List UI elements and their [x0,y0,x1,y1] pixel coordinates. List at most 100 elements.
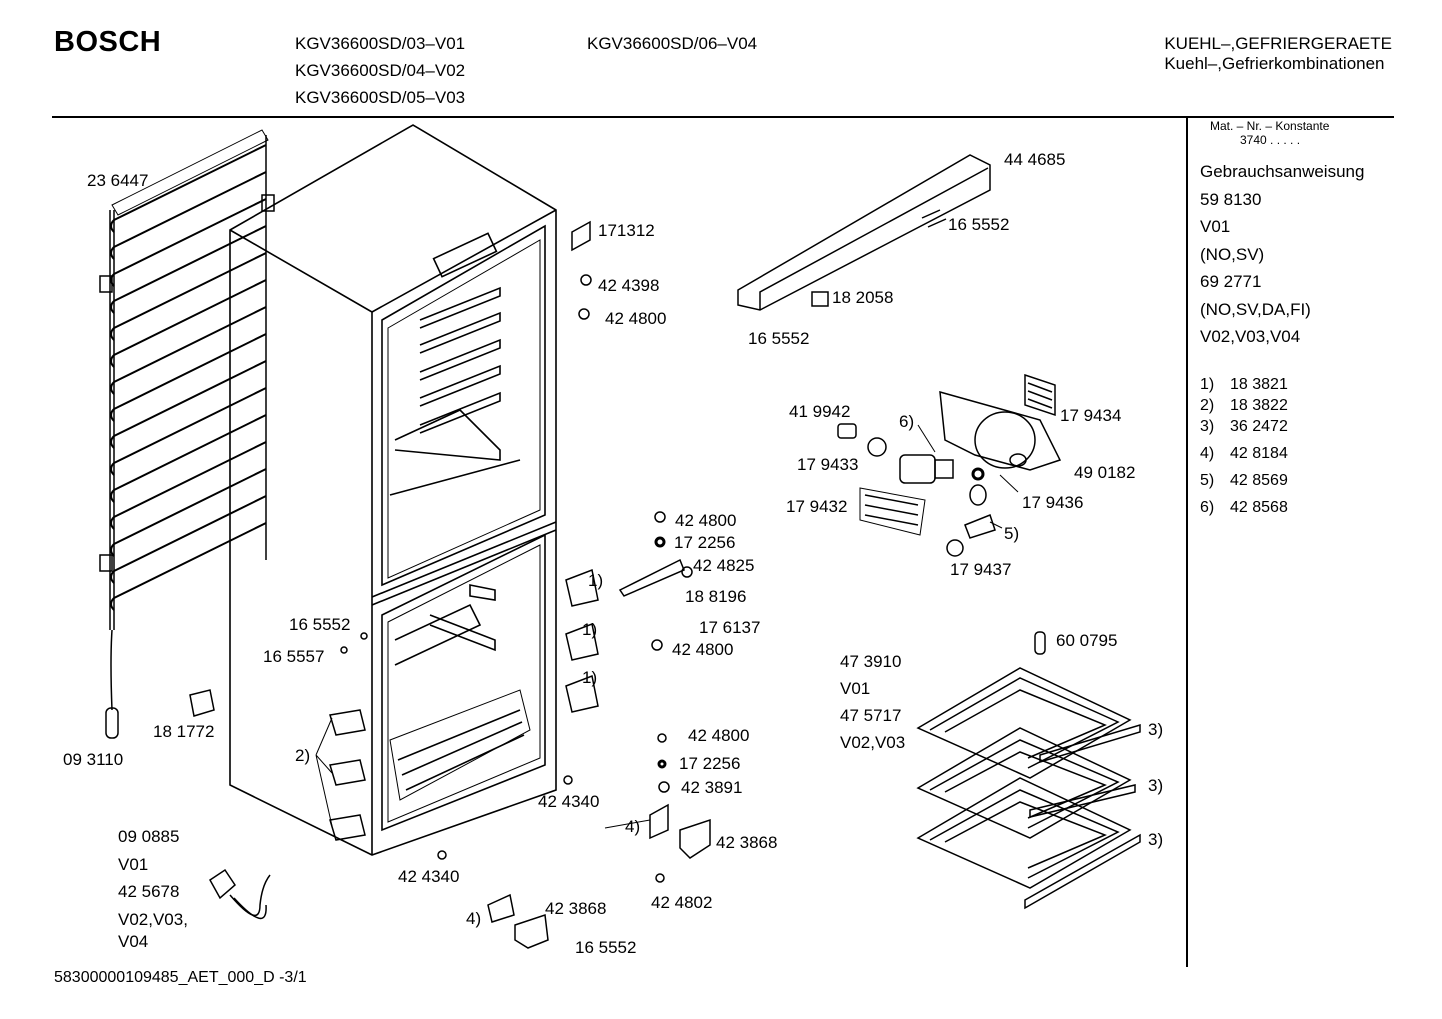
part-label: 3) [1148,776,1164,795]
part-label: 42 4825 [693,556,755,575]
mat-value: 3740 . . . . . [1240,133,1301,147]
header-divider [52,116,1394,118]
footnote-row: 1)18 3821 [1200,374,1288,395]
part-label: 16 5552 [575,938,637,957]
fan-unit [837,373,1062,557]
part-label: 47 3910 [840,652,902,671]
footnote-key: 5) [1200,472,1215,489]
part-label: 42 4340 [398,867,460,886]
part-label: 3) [1148,830,1164,849]
model-item: KGV36600SD/04–V02 [295,61,466,80]
model-item: KGV36600SD/06–V04 [587,34,758,53]
part-label: 17 2256 [674,533,736,552]
footnote-row: 3) 36 2472 [1200,416,1288,437]
footnote-value: 42 8184 [1230,445,1288,462]
fridge-cabinet [229,124,557,856]
control-panel-strip [737,154,991,311]
part-label: 16 5552 [748,329,810,348]
part-label: V01 [118,855,149,874]
sidebar-divider [1186,117,1188,967]
sidebar-line: 59 8130 [1200,189,1262,209]
part-label: V04 [118,932,149,951]
sidebar-line: (NO,SV) [1200,244,1265,264]
part-label: 09 0885 [118,827,180,846]
footnote-row: 2) 18 3822 [1200,395,1288,416]
part-label: V02,V03, [118,910,188,929]
part-label: 60 0795 [1056,631,1118,650]
part-label: 44 4685 [1004,150,1066,169]
part-label: 47 5717 [840,706,902,725]
part-label: 171312 [598,221,655,240]
filter-drier [105,707,119,739]
footnote-value: 36 2472 [1230,418,1288,435]
power-cord [209,868,271,920]
part-label: 42 4800 [605,309,667,328]
part-label: 18 1772 [153,722,215,741]
part-label: 41 9942 [789,402,851,421]
footnote-row: 4) 42 8184 [1200,443,1288,464]
sidebar-line: V02,V03,V04 [1200,327,1301,346]
category: KUEHL–,GEFRIERGERAETE Kuehl–,Gefrierkomb… [1164,34,1392,74]
part-label: 16 5552 [289,615,351,634]
hinges-fasteners [189,220,711,949]
part-label: 3) [1148,720,1164,739]
evaporator-plates [916,631,1141,910]
footnote-value: 18 3821 [1230,376,1288,393]
sidebar-line: Gebrauchsanweisung [1200,162,1365,181]
part-label: 09 3110 [63,750,124,769]
part-label: 18 2058 [832,288,894,307]
footnote-row: 6)42 8568 [1200,497,1288,518]
sidebar-lines: Gebrauchsanweisung 59 8130 V01 (NO,SV) 6… [1200,158,1364,351]
part-label: 1) [582,668,598,687]
footnote-value: 18 3822 [1230,397,1288,414]
footnote-key: 2) [1200,397,1215,414]
part-label: 1) [588,571,604,590]
part-label: 42 4800 [688,726,750,745]
vent-grille [1024,373,1056,417]
part-label: 17 9433 [797,455,859,474]
footnote-row: 5) 42 8569 [1200,470,1288,491]
part-label: 42 3868 [716,833,778,852]
part-label: 17 2256 [679,754,741,773]
part-label: 42 5678 [118,882,180,901]
leader-lines [604,424,1019,829]
sidebar-top-rule [1190,116,1366,117]
model-list-right: KGV36600SD/06–V04 [587,30,757,57]
footnote-key: 4) [1200,445,1215,462]
brand-logo: BOSCH [54,26,162,58]
footnote-value: 42 8569 [1230,472,1288,489]
condenser-coil [99,129,275,739]
footnote-value: 42 8568 [1230,499,1288,516]
part-label: 17 6137 [699,618,761,637]
part-label: 17 9437 [950,560,1012,579]
part-label: 17 9434 [1060,406,1122,425]
document-id: 58300000109485_AET_000_D -3/1 [54,969,307,986]
fan-motor [899,454,936,484]
part-label: 6) [899,412,915,431]
mat-nr-block: Mat. – Nr. – Konstante 3740 . . . . . [1210,119,1329,147]
part-label: 23 6447 [87,171,149,190]
part-label: 16 5552 [948,215,1010,234]
category-line: KUEHL–,GEFRIERGERAETE [1164,34,1392,53]
part-label: 42 4800 [672,640,734,659]
category-line: Kuehl–,Gefrierkombinationen [1164,54,1385,73]
sidebar-line: V01 [1200,217,1231,236]
sidebar-line: 69 2771 [1200,272,1262,291]
model-item: KGV36600SD/03–V01 [295,34,466,53]
part-label: 42 4802 [651,893,713,912]
part-label: 5) [1004,524,1020,543]
part-label: 42 4800 [675,511,737,530]
footnote-key: 3) [1200,418,1215,435]
part-label: 42 4340 [538,792,600,811]
part-label: 2) [295,746,311,765]
part-label: V01 [840,679,871,698]
mat-label: Mat. – Nr. – Konstante [1210,119,1330,133]
model-item: KGV36600SD/05–V03 [295,88,466,107]
footnote-list: 1)18 3821 2)18 3822 3)36 2472 4)42 8184 … [1200,374,1288,518]
part-label: 4) [466,909,482,928]
door-hinge [618,558,685,597]
part-label: 4) [625,817,641,836]
part-label: 18 8196 [685,587,747,606]
part-label: 17 9432 [786,497,848,516]
